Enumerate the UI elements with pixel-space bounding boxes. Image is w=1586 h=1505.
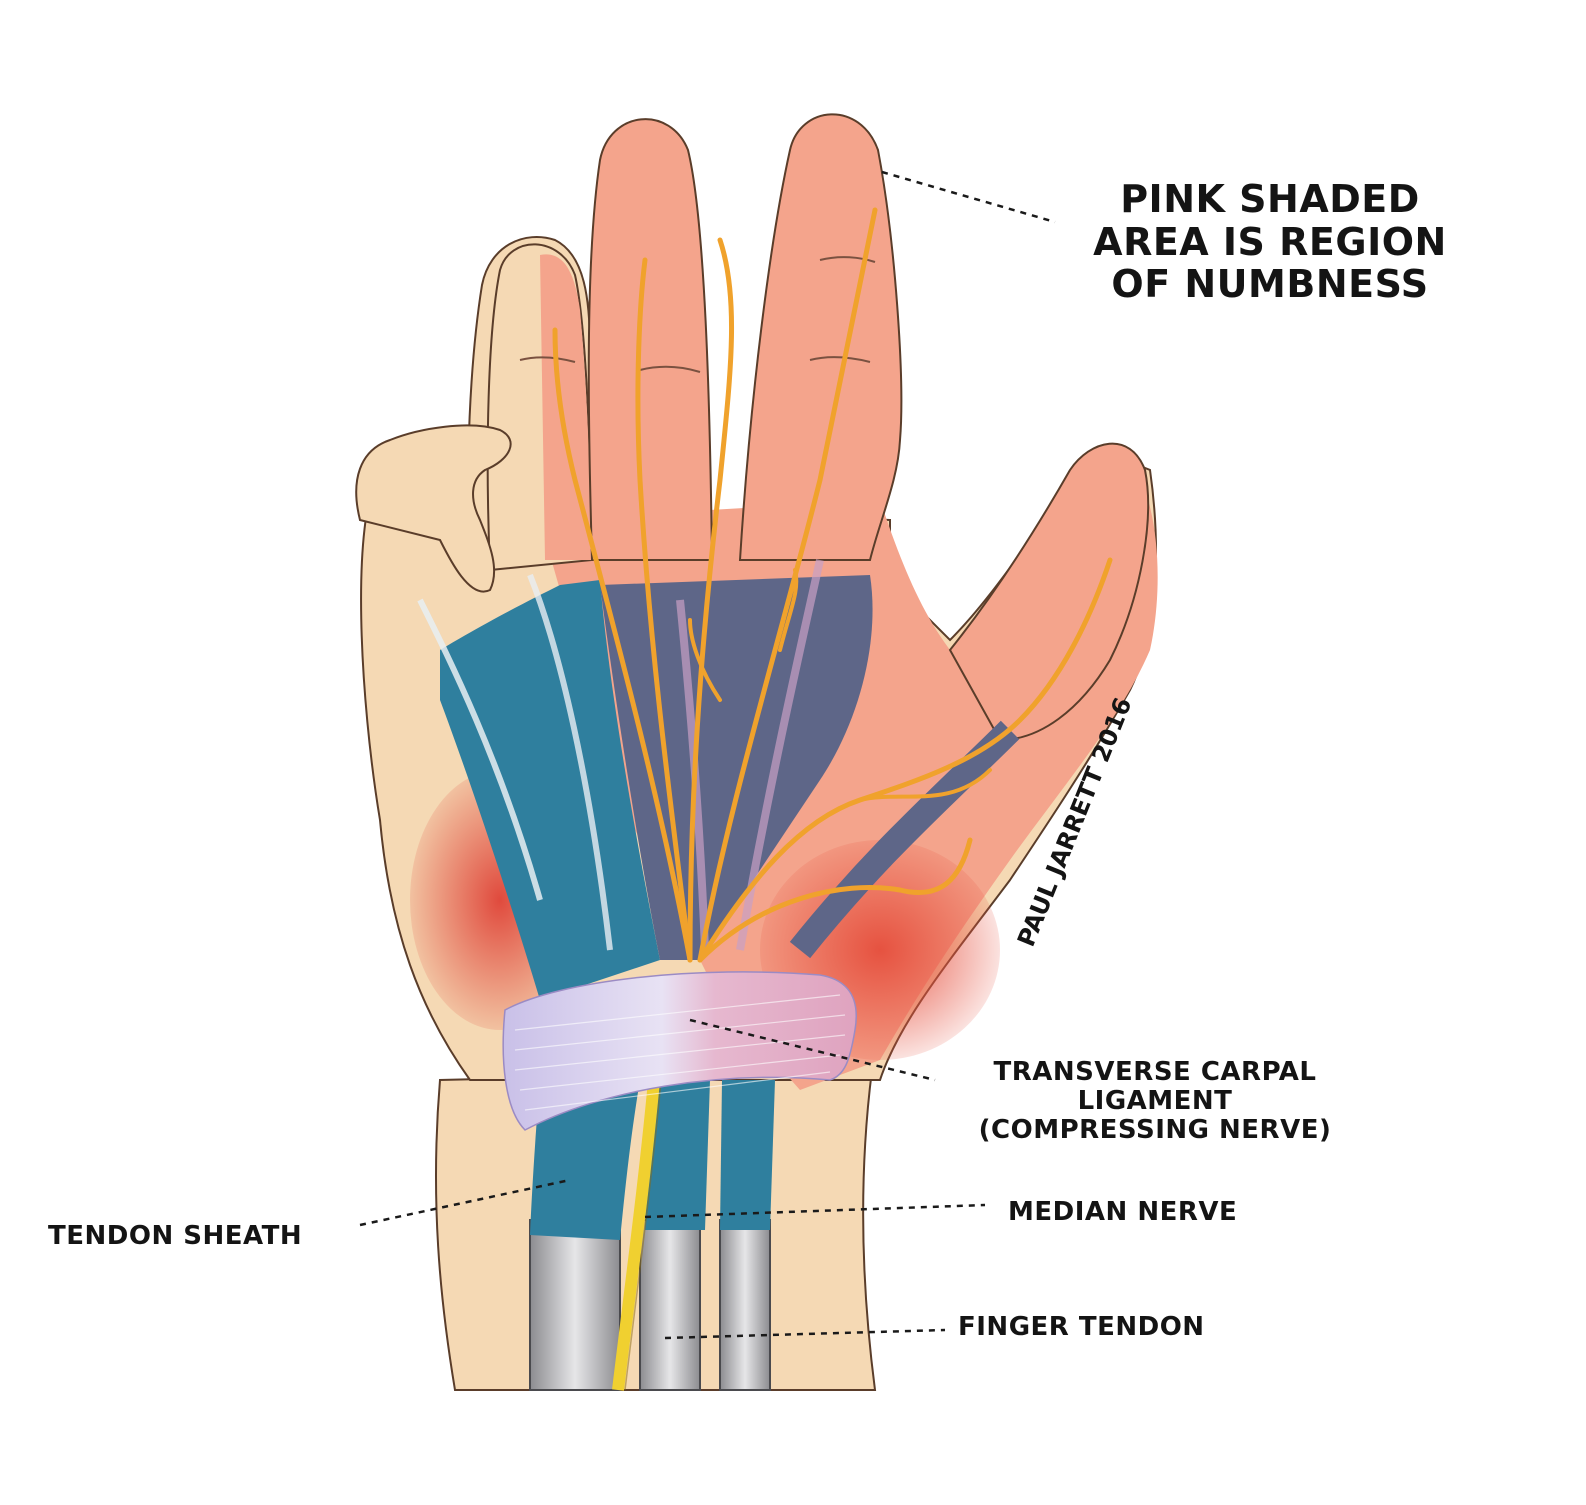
tendon-streak	[527, 573, 613, 951]
wrist-tendon-sheaths	[530, 1080, 775, 1240]
median-nerve-branches	[552, 207, 1113, 963]
leader-lines	[359, 170, 1056, 1340]
finger-tendon-label: FINGER TENDON	[958, 1312, 1205, 1342]
finger-crease	[819, 256, 876, 263]
leader-finger-tendon	[664, 1328, 946, 1340]
median-nerve-wrist	[612, 1069, 661, 1391]
transverse-carpal-ligament	[502, 971, 857, 1131]
ligament-label: TRANSVERSE CARPAL LIGAMENT (COMPRESSING …	[945, 1057, 1365, 1146]
tendon-sheath-label: TENDON SHEATH	[48, 1221, 303, 1251]
leader-median-nerve	[644, 1203, 986, 1219]
ligament-label-line1: TRANSVERSE CARPAL	[993, 1057, 1317, 1087]
thumb	[948, 442, 1150, 742]
ligament-label-line2: LIGAMENT	[1077, 1086, 1233, 1117]
ligament-fibers	[514, 994, 846, 1111]
median-nerve-label: MEDIAN NERVE	[1008, 1197, 1238, 1227]
median-nerve-wrist-outline	[624, 1069, 663, 1391]
leader-numbness	[881, 170, 1056, 224]
numbness-label-line2: AREA IS REGION	[1093, 219, 1447, 264]
numbness-label-line1: PINK SHADED	[1120, 177, 1420, 221]
curled-finger	[355, 424, 512, 593]
tendon-streak	[417, 598, 543, 901]
middle-finger	[587, 118, 714, 561]
index-finger	[738, 113, 903, 561]
finger-crease	[639, 365, 701, 373]
tendon-streak	[789, 720, 1020, 959]
finger-tendons	[529, 1219, 771, 1391]
ligament-label-line3: (COMPRESSING NERVE)	[978, 1115, 1332, 1146]
finger-crease	[519, 356, 576, 363]
numbness-label-line3: OF NUMBNESS	[1111, 262, 1429, 307]
numbness-label: PINK SHADED AREA IS REGION OF NUMBNESS	[1065, 178, 1475, 306]
finger-crease	[809, 356, 871, 363]
